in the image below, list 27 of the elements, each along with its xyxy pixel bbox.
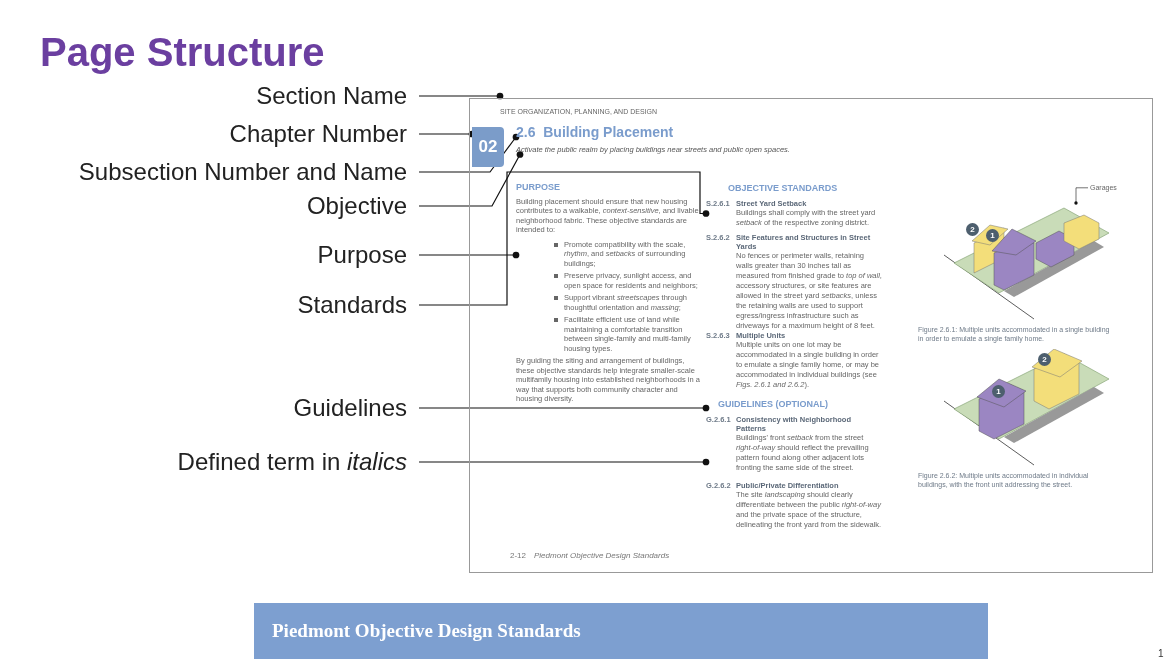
leader-line	[418, 458, 710, 466]
column-heading: GUIDELINES (OPTIONAL)	[718, 399, 828, 409]
footer-banner: Piedmont Objective Design Standards	[254, 603, 988, 659]
callout-label: Chapter Number	[229, 119, 407, 149]
leader-line	[418, 133, 520, 173]
column-heading: OBJECTIVE STANDARDS	[728, 183, 838, 193]
chapter-number: 02	[472, 127, 504, 167]
callout-number: 2	[966, 223, 979, 236]
column-heading: PURPOSE	[516, 183, 561, 193]
callout-label: Subsection Number and Name	[78, 157, 407, 187]
page-number: 2-12	[510, 551, 526, 560]
slide-title: Page Structure	[40, 30, 325, 75]
callout-label: Guidelines	[293, 393, 407, 423]
callout-label: Section Name	[256, 81, 407, 111]
leader-line	[418, 92, 504, 100]
page-footer-text: Piedmont Objective Design Standards	[534, 551, 670, 560]
callout-label: Objective	[306, 191, 407, 221]
callout-label: Purpose	[317, 240, 407, 270]
callout-label: Defined term in italics	[177, 447, 407, 477]
leader-line	[418, 404, 710, 412]
callout-label: Standards	[297, 290, 407, 320]
leader-line	[418, 151, 524, 207]
document-page	[469, 98, 1153, 573]
leader-line	[418, 171, 710, 306]
section-heading: 2.6 Building Placement	[516, 123, 674, 141]
leader-line	[418, 251, 520, 259]
slide-number: 1	[1158, 648, 1164, 659]
